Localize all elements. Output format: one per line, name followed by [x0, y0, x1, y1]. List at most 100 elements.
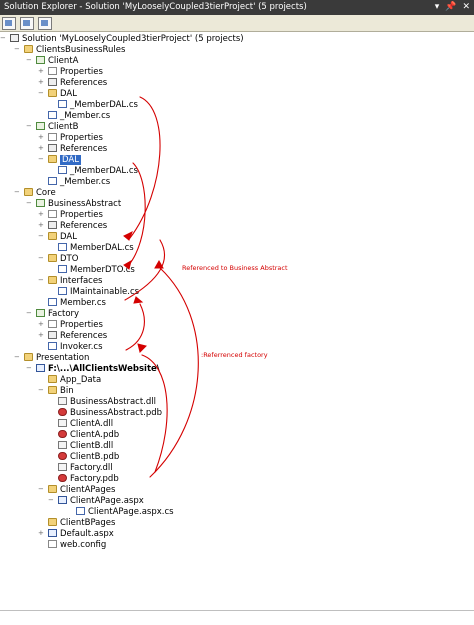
folder-icon	[24, 353, 33, 361]
tree-node-label: Properties	[60, 320, 103, 330]
tree-node-label: MemberDTO.cs	[70, 265, 135, 275]
tree-node-label: Member.cs	[60, 298, 106, 308]
tree-node[interactable]: −ClientAPage.aspx	[48, 496, 144, 507]
tree-node-label: ClientB	[48, 122, 79, 132]
tree-node[interactable]: ClientBPages	[48, 518, 115, 529]
references-icon	[48, 331, 57, 339]
tree-node[interactable]: +Properties	[38, 210, 103, 221]
tree-node[interactable]: +References	[38, 144, 107, 155]
close-icon[interactable]: ✕	[462, 2, 470, 12]
tree-node[interactable]: +Properties	[38, 67, 103, 78]
collapse-icon[interactable]: −	[26, 56, 32, 64]
collapse-icon[interactable]: −	[38, 254, 44, 262]
tree-node[interactable]: _MemberDAL.cs	[58, 100, 138, 111]
collapse-icon[interactable]: −	[38, 485, 44, 493]
refresh-button[interactable]	[38, 16, 52, 30]
tree-node[interactable]: −BusinessAbstract	[26, 199, 121, 210]
csharp-file-icon	[58, 265, 67, 273]
tree-node[interactable]: − ClientsBusinessRules	[14, 45, 126, 56]
tree-node[interactable]: −Core	[14, 188, 56, 199]
expand-icon[interactable]: +	[38, 133, 44, 141]
collapse-icon[interactable]: −	[48, 496, 54, 504]
pdb-file-icon	[58, 430, 67, 438]
tree-node[interactable]: −Bin	[38, 386, 74, 397]
tree-node-label: Solution 'MyLooselyCoupled3tierProject' …	[22, 34, 244, 44]
tree-node[interactable]: BusinessAbstract.pdb	[58, 408, 162, 419]
expand-icon[interactable]: +	[38, 529, 44, 537]
tree-node[interactable]: ClientAPage.aspx.cs	[76, 507, 174, 518]
collapse-icon[interactable]: −	[38, 386, 44, 394]
expand-icon[interactable]: +	[38, 331, 44, 339]
tree-node[interactable]: Member.cs	[48, 298, 106, 309]
tree-node[interactable]: Invoker.cs	[48, 342, 103, 353]
tree-node[interactable]: − Solution 'MyLooselyCoupled3tierProject'…	[0, 34, 244, 45]
titlebar: Solution Explorer - Solution 'MyLooselyC…	[0, 0, 474, 15]
collapse-icon[interactable]: −	[26, 199, 32, 207]
window-title: Solution Explorer - Solution 'MyLooselyC…	[4, 2, 307, 12]
tree-node[interactable]: +References	[38, 221, 107, 232]
tree-node[interactable]: MemberDTO.cs	[58, 265, 135, 276]
collapse-icon[interactable]: −	[26, 364, 32, 372]
tree-node-label: Invoker.cs	[60, 342, 103, 352]
expand-icon[interactable]: +	[38, 67, 44, 75]
tree-node[interactable]: +References	[38, 78, 107, 89]
expand-icon[interactable]: +	[38, 221, 44, 229]
collapse-icon[interactable]: −	[38, 232, 44, 240]
tree-node[interactable]: −DAL	[38, 155, 81, 166]
collapse-icon[interactable]: −	[38, 89, 44, 97]
collapse-icon[interactable]: −	[38, 276, 44, 284]
tree-node[interactable]: + Properties	[38, 320, 103, 331]
expand-icon[interactable]: +	[38, 144, 44, 152]
solution-icon	[10, 34, 19, 42]
tree-node[interactable]: ClientA.dll	[58, 419, 113, 430]
tree-node[interactable]: ClientB.dll	[58, 441, 113, 452]
solution-tree: −Solution 'MyLooselyCoupled3tierProject'…	[0, 34, 474, 604]
tree-node[interactable]: +Properties	[38, 133, 103, 144]
show-all-files-icon	[23, 19, 30, 26]
tree-node[interactable]: +References	[38, 331, 107, 342]
collapse-icon[interactable]: −	[0, 34, 6, 42]
expand-icon[interactable]: +	[38, 320, 44, 328]
tree-node[interactable]: Factory.pdb	[58, 474, 119, 485]
tree-node[interactable]: −DAL	[38, 232, 77, 243]
csharp-file-icon	[76, 507, 85, 515]
tree-node[interactable]: −ClientAPages	[38, 485, 115, 496]
tree-node-label: DAL	[60, 89, 77, 99]
tree-node[interactable]: −Factory	[26, 309, 79, 320]
tree-node-label: ClientsBusinessRules	[36, 45, 126, 55]
tree-node[interactable]: _Member.cs	[48, 177, 110, 188]
tree-node[interactable]: ClientB.pdb	[58, 452, 119, 463]
tree-node[interactable]: ClientA.pdb	[58, 430, 119, 441]
tree-node[interactable]: App_Data	[48, 375, 101, 386]
tree-node-label: ClientB.dll	[70, 441, 114, 451]
pdb-file-icon	[58, 452, 67, 460]
collapse-icon[interactable]: −	[26, 122, 32, 130]
tree-node[interactable]: − DAL	[38, 89, 77, 100]
properties-button[interactable]	[2, 16, 16, 30]
collapse-icon[interactable]: −	[14, 45, 20, 53]
tree-node[interactable]: BusinessAbstract.dll	[58, 397, 156, 408]
tree-node[interactable]: −Presentation	[14, 353, 89, 364]
tree-node[interactable]: IMaintainable.cs	[58, 287, 139, 298]
tree-node[interactable]: −F:\...\AllClientsWebsite\	[26, 364, 160, 375]
collapse-icon[interactable]: −	[26, 309, 32, 317]
tree-node[interactable]: _Member.cs	[48, 111, 110, 122]
expand-icon[interactable]: +	[38, 78, 44, 86]
folder-icon	[24, 188, 33, 196]
show-all-files-button[interactable]	[20, 16, 34, 30]
tree-node[interactable]: −ClientA	[26, 56, 78, 67]
tree-node[interactable]: +Default.aspx	[38, 529, 114, 540]
tree-node[interactable]: MemberDAL.cs	[58, 243, 134, 254]
dropdown-icon[interactable]: ▾	[434, 2, 440, 12]
tree-node[interactable]: Factory.dll	[58, 463, 113, 474]
collapse-icon[interactable]: −	[38, 155, 44, 163]
expand-icon[interactable]: +	[38, 210, 44, 218]
tree-node[interactable]: −Interfaces	[38, 276, 102, 287]
pin-icon[interactable]: 📌	[445, 2, 457, 12]
tree-node[interactable]: −DTO	[38, 254, 78, 265]
tree-node[interactable]: − ClientB	[26, 122, 79, 133]
tree-node[interactable]: _MemberDAL.cs	[58, 166, 138, 177]
collapse-icon[interactable]: −	[14, 188, 20, 196]
collapse-icon[interactable]: −	[14, 353, 20, 361]
tree-node[interactable]: web.config	[48, 540, 106, 551]
